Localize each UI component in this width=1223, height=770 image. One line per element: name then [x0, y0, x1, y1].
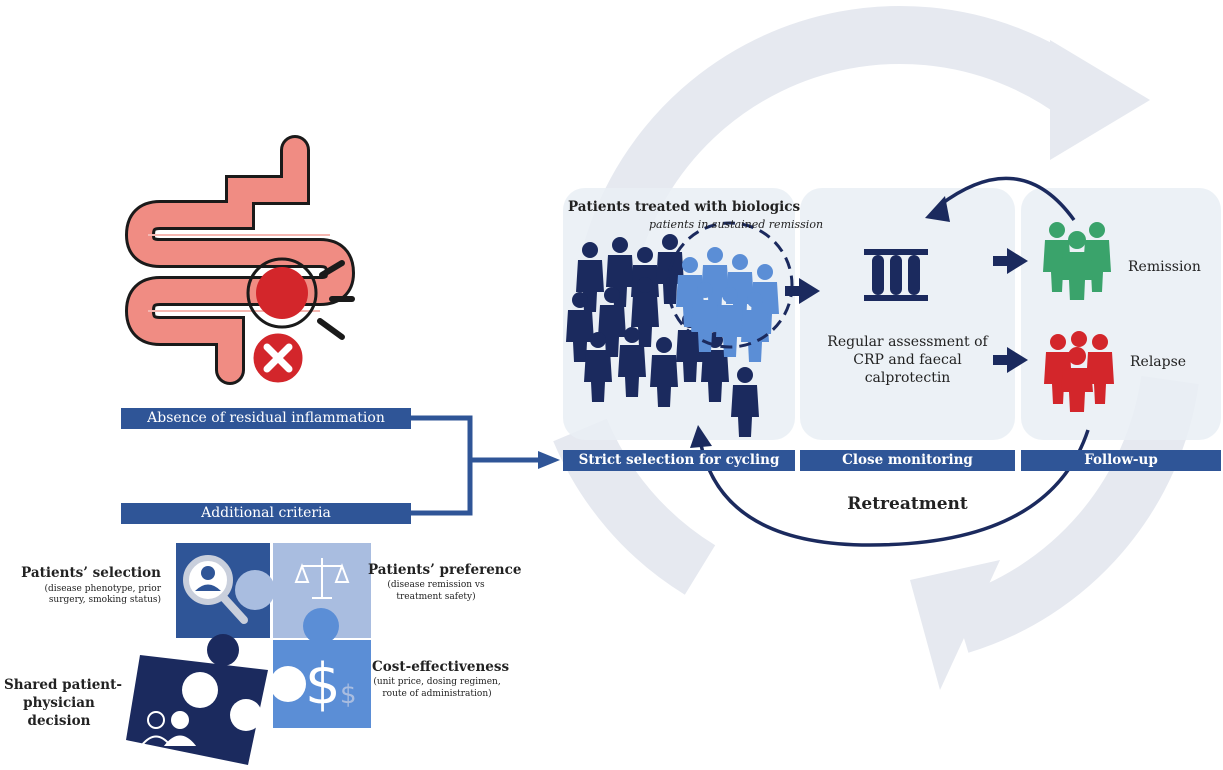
absence-residual-inflammation-bar: Absence of residual inflammation [121, 408, 411, 429]
shared-decision-line-2: physician [23, 695, 95, 711]
patients-treated-title: Patients treated with biologics [568, 199, 801, 215]
cost-effectiveness-title: Cost-effectiveness [372, 659, 510, 675]
patients-selection-detail-1: (disease phenotype, prior [44, 584, 161, 594]
cost-effectiveness-detail-2: route of administration) [382, 689, 492, 699]
relapse-group-icon [1044, 331, 1114, 412]
relapse-label: Relapse [1130, 354, 1187, 370]
additional-criteria-bar: Additional criteria [121, 503, 411, 524]
shared-decision-line-3: decision [27, 713, 91, 729]
assessment-line-2: CRP and faecal [853, 352, 962, 368]
dollar-small-icon: $ [340, 680, 357, 710]
cost-effectiveness-detail-1: (unit price, dosing regimen, [373, 677, 501, 687]
doctor-patient-icon [141, 711, 197, 746]
test-tubes-icon [864, 249, 928, 301]
stage-close-monitoring-bar: Close monitoring [800, 450, 1015, 471]
assessment-line-1: Regular assessment of [827, 334, 988, 350]
scales-icon [294, 558, 350, 599]
intestine-icon [124, 135, 356, 385]
patients-selection-detail-2: surgery, smoking status) [48, 595, 161, 605]
connector-arrow [410, 415, 560, 516]
remission-label: Remission [1128, 259, 1201, 275]
sustained-remission-subtitle: patients in sustained remission [649, 218, 824, 231]
shared-decision-line-1: Shared patient- [4, 677, 122, 693]
assessment-line-3: calprotectin [864, 370, 951, 386]
remission-group-icon [1043, 222, 1111, 300]
dollar-large-icon: $ [305, 652, 341, 717]
magnifier-person-icon [183, 555, 248, 624]
criteria-puzzle [126, 543, 371, 765]
panel-close-monitoring [800, 188, 1015, 440]
patients-preference-detail-1: (disease remission vs [387, 580, 485, 590]
patient-crowd-icon [566, 221, 794, 437]
patients-preference-title: Patients’ preference [368, 562, 522, 578]
patients-preference-detail-2: treatment safety) [396, 592, 476, 602]
retreatment-label: Retreatment [847, 494, 968, 514]
patients-selection-title: Patients’ selection [21, 565, 161, 581]
stage-follow-up-bar: Follow-up [1021, 450, 1221, 471]
stage-strict-selection-bar: Strict selection for cycling [563, 450, 795, 471]
